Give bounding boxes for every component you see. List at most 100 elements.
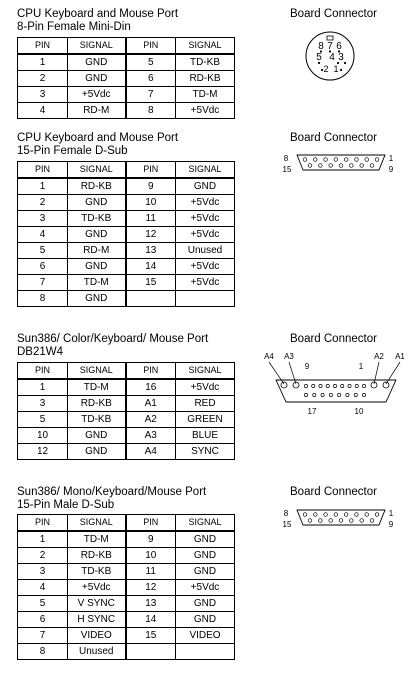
section-title-line1: CPU Keyboard and Mouse Port [17,132,179,144]
pin-number-cell: 10 [17,427,68,444]
connector-pin-hole [347,384,352,388]
signal-name-cell: +5Vdc [67,579,126,596]
pin-column-header: PIN [17,37,68,55]
connector-pin-label: 1 [333,64,338,74]
signal-name-cell: +5Vdc [175,258,235,275]
connector-pin-hole [312,393,317,397]
connector-pin-label: 1 [359,362,364,371]
pin-number-cell: 1 [17,378,68,396]
connector-pin-label: 5 [316,52,322,63]
signal-name-cell: +5Vdc [67,86,126,103]
connector-pin-hole [349,518,354,523]
connector-pin-hole [307,163,313,168]
pin-number-cell: 2 [17,194,68,211]
pin-number-cell: 1 [17,530,68,548]
connector-pin-hole [318,384,323,388]
pin-number-cell [124,290,176,307]
pin-number-cell: 8 [124,102,176,119]
connector-pin-hole [323,157,328,162]
connector-pin-label: A2 [374,352,384,361]
pin-number-cell: 5 [17,242,68,259]
connector-pin-hole [328,393,333,397]
pin-row-top [280,381,390,389]
signal-column-header: SIGNAL [67,37,126,55]
signal-name-cell: TD-KB [67,411,126,428]
connector-pin-hole [304,393,308,397]
connector-pin-hole [349,163,354,168]
pin-number-cell: 2 [17,70,68,87]
coax-pin [292,381,300,389]
signal-name-cell: GND [175,177,235,195]
pin-number-cell [124,643,176,660]
pin-number-cell: 3 [17,563,68,580]
connector-pin-hole [333,384,337,388]
connector-pin-hole [374,157,380,162]
signal-name-cell: TD-M [67,274,126,291]
section-title-line1: CPU Keyboard and Mouse Port [17,8,179,20]
pin-number-cell: 7 [17,627,68,644]
pin-number-cell: 10 [124,547,176,564]
section-title-line1: Sun386/ Color/Keyboard/ Mouse Port [17,333,209,345]
connector-pin-label: 17 [308,407,317,416]
section-title-line2: 15-Pin Male D-Sub [17,499,115,511]
pin-number-cell: A2 [124,411,176,428]
connector-pin-hole [338,163,344,168]
signal-name-cell: RD-KB [175,70,235,87]
pin-column-header: PIN [17,362,68,380]
pin-number-cell: 12 [124,226,176,243]
connector-pin-label: 8 [318,41,324,52]
signal-name-cell: H SYNC [67,611,126,628]
connector-pin-hole [304,384,308,388]
signal-name-cell: RD-KB [67,177,126,195]
pin-number-cell: 5 [17,411,68,428]
connector-pin-label: 7 [327,41,333,52]
board-connector-label: Board Connector [290,333,377,345]
connector-pin-label: 2 [323,64,328,74]
section-title: CPU Keyboard and Mouse Port 15-Pin Femal… [17,132,178,158]
connector-pin-hole [328,163,333,168]
connector-pin-hole [362,393,366,397]
signal-name-cell: GND [175,563,235,580]
pin-number-cell: 5 [124,53,176,71]
connector-pin-hole [364,512,369,517]
pin-number-cell: 3 [17,86,68,103]
connector-pin-label: A3 [284,352,294,361]
signal-name-cell: +5Vdc [175,210,235,227]
pin-number-cell: 2 [17,547,68,564]
pin-number-cell: 11 [124,210,176,227]
signal-name-cell: SYNC [175,443,235,460]
signal-name-cell: VIDEO [67,627,126,644]
connector-pin-hole [318,163,323,168]
pin-number-cell: 15 [124,274,176,291]
pin-column-header: PIN [124,362,176,380]
pin-number-cell: 6 [124,70,176,87]
pin-number-cell: A1 [124,395,176,412]
signal-name-cell: +5Vdc [175,579,235,596]
connector-pin-hole [333,512,339,517]
pin-number-cell: 5 [17,595,68,612]
pin-number-cell: 10 [124,194,176,211]
signal-column-header: SIGNAL [67,362,126,380]
signal-column-header: SIGNAL [175,514,235,532]
signal-column-header: SIGNAL [175,161,235,179]
signal-name-cell: TD-KB [175,53,235,71]
signal-name-cell: GND [67,70,126,87]
pin-number-cell: 13 [124,242,176,259]
pin-column-header: PIN [17,514,68,532]
pin-number-cell: 4 [17,102,68,119]
signal-name-cell: +5Vdc [175,274,235,291]
signal-name-cell: Unused [67,643,126,660]
signal-name-cell: RED [175,395,235,412]
signal-name-cell: +5Vdc [175,194,235,211]
connector-pin-hole [343,157,349,162]
